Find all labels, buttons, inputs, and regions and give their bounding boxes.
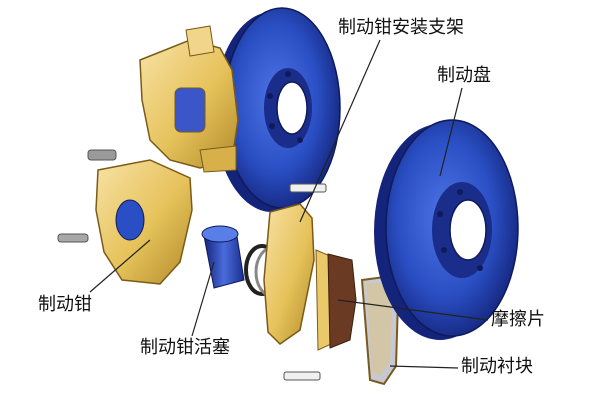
leader-lining: [389, 365, 459, 369]
label-friction-pad: 摩擦片: [491, 309, 545, 330]
leader-piston: [191, 261, 215, 337]
label-brake-disc: 制动盘: [437, 65, 491, 86]
caliper-piston-part: [201, 225, 245, 289]
label-brake-caliper: 制动钳: [38, 294, 92, 315]
caliper-mounting-bracket-part: [139, 25, 239, 173]
leader-disc: [439, 87, 463, 177]
brake-caliper-part: [57, 149, 193, 285]
leader-friction: [337, 299, 489, 321]
leader-caliper: [89, 239, 151, 293]
leader-mount: [299, 39, 381, 223]
label-caliper-mounting-bracket: 制动钳安装支架: [338, 17, 464, 38]
label-brake-lining-block: 制动衬块: [461, 356, 533, 377]
label-caliper-piston: 制动钳活塞: [140, 337, 230, 358]
retaining-clips: [283, 183, 327, 381]
front-brake-disc: [374, 119, 519, 340]
leader-lines: [89, 39, 489, 369]
rear-brake-disc: [214, 7, 341, 212]
